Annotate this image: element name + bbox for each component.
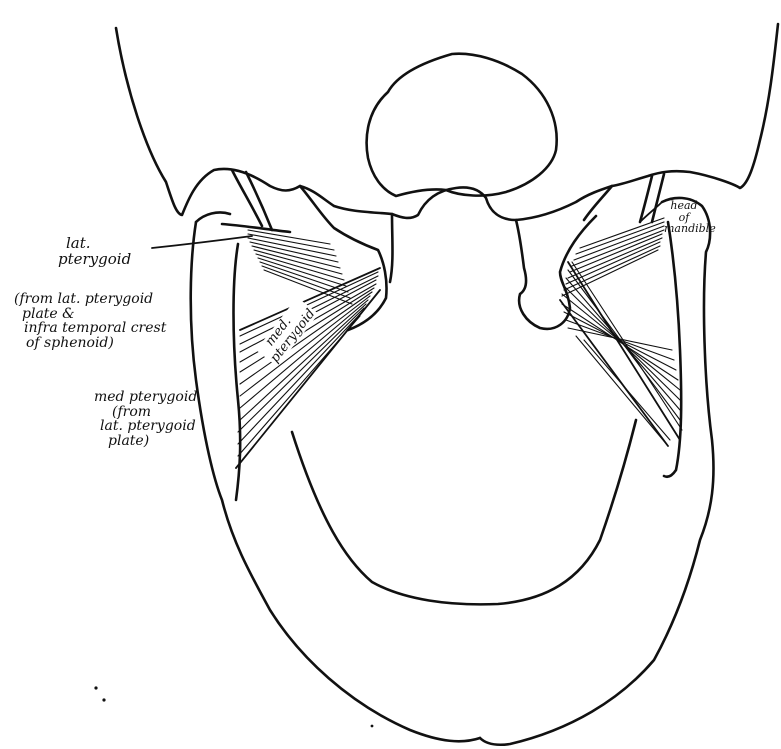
left-medial-pterygoid-fibres <box>236 268 380 468</box>
right-lateral-pterygoid-fibres <box>562 218 664 296</box>
label-head-of-mandible: head of mandible <box>664 200 704 235</box>
right-medial-pterygoid-fibres <box>560 262 682 446</box>
label-lat-pterygoid-origin: (from lat. pterygoid plate & infra tempo… <box>14 292 166 351</box>
label-med-pterygoid: med pterygoid (from lat. pterygoid plate… <box>94 390 197 449</box>
left-lateral-pterygoid-fibres <box>248 230 352 304</box>
foramen-outline <box>367 54 557 196</box>
stray-dot <box>94 686 97 689</box>
stray-dot <box>102 698 105 701</box>
label-lat-pterygoid: lat. pterygoid <box>58 236 131 268</box>
mandible-inner-arch <box>292 420 636 604</box>
stray-dot <box>371 725 374 728</box>
right-pterygoid-plate <box>640 176 652 222</box>
left-condyle <box>196 212 230 222</box>
